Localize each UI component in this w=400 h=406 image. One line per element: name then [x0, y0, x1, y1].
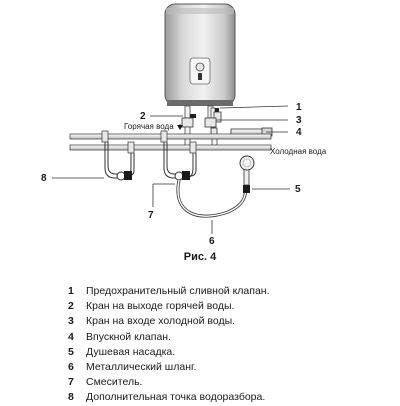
callout-8: 8 — [41, 173, 47, 184]
callout-7: 7 — [148, 210, 154, 221]
legend-item: 2 Кран на выходе горячей воды. — [68, 299, 270, 314]
legend-number: 1 — [68, 285, 74, 297]
legend-item: 5 Душевая насадка. — [68, 345, 270, 360]
legend-item: 6 Металлический шланг. — [68, 360, 270, 375]
callout-2: 2 — [140, 111, 146, 122]
mixer — [163, 142, 197, 181]
additional-draw-off-point — [104, 142, 135, 181]
legend-number: 3 — [68, 315, 74, 328]
callout-6: 6 — [209, 236, 215, 247]
water-heater-tank — [164, 3, 236, 106]
figure-caption: Рис. 4 — [183, 251, 217, 263]
callout-leader-lines — [52, 105, 290, 234]
legend-number: 4 — [68, 330, 74, 343]
safety-drain-valve — [213, 108, 222, 123]
callout-4: 4 — [296, 127, 302, 138]
legend-item: 4 Впускной клапан. — [68, 330, 270, 345]
callout-5: 5 — [295, 184, 301, 195]
legend-item: 7 Смеситель. — [68, 375, 270, 390]
legend-text: Дополнительная точка водоразбора. — [86, 391, 266, 404]
legend-item: 1 Предохранительный сливной клапан. — [68, 284, 270, 299]
shower-head — [239, 155, 255, 193]
cold-water-label: Холодная вода — [270, 147, 327, 156]
legend-text: Предохранительный сливной клапан. — [86, 285, 270, 297]
legend-number: 5 — [68, 345, 74, 358]
legend-number: 2 — [68, 300, 74, 313]
control-panel — [189, 57, 211, 85]
legend-text: Кран на выходе горячей воды. — [86, 300, 235, 313]
legend-number: 8 — [68, 391, 74, 404]
legend-text: Впускной клапан. — [86, 330, 172, 343]
legend-text: Душевая насадка. — [86, 345, 176, 358]
legend-text: Смеситель. — [86, 376, 143, 389]
hot-water-label: Горячая вода — [124, 122, 174, 131]
cold-water-inlet-tap — [204, 117, 217, 128]
callout-1: 1 — [296, 102, 302, 113]
legend-item: 8 Дополнительная точка водоразбора. — [68, 390, 270, 405]
legend-number: 6 — [68, 360, 74, 373]
legend-text: Кран на входе холодной воды. — [86, 315, 236, 328]
legend-item: 3 Кран на входе холодной воды. — [68, 314, 270, 329]
main-pipes — [69, 130, 272, 154]
legend-number: 7 — [68, 376, 74, 389]
callout-3: 3 — [296, 115, 302, 126]
hot-water-arrow — [177, 125, 183, 130]
water-heater-diagram: 1 2 3 4 5 6 7 8 Горячая вода Холодная во… — [41, 3, 327, 247]
legend-text: Металлический шланг. — [86, 360, 197, 373]
metal-hose — [176, 179, 248, 218]
